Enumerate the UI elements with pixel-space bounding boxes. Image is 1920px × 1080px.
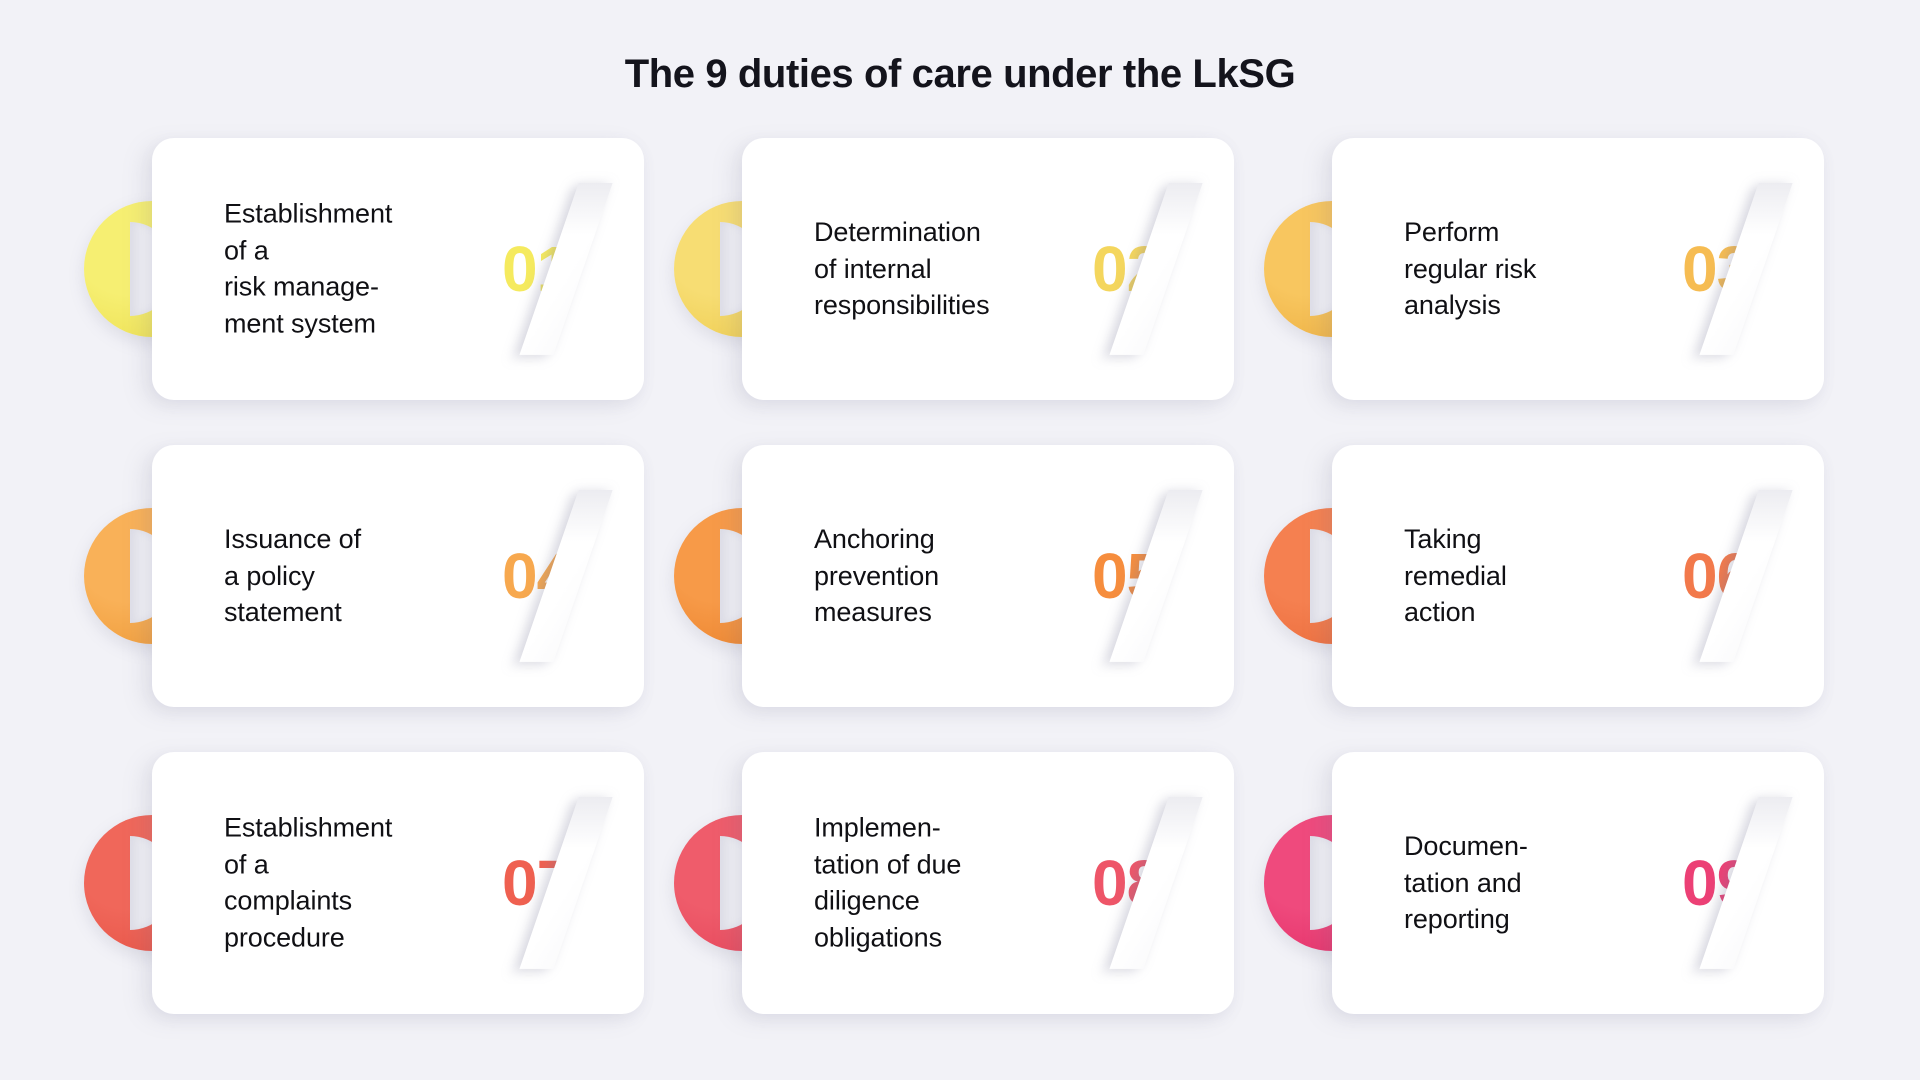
duty-number-block: 08 [1092, 797, 1212, 969]
duty-card-surface: Issuance of a policy statement 04 [152, 445, 644, 707]
duty-label: Implemen- tation of due diligence obliga… [814, 812, 962, 953]
duty-card[interactable]: Establishment of a complaints procedure 0… [84, 752, 644, 1014]
duty-label: Taking remedial action [1404, 523, 1507, 628]
duty-card[interactable]: Issuance of a policy statement 04 [84, 445, 644, 707]
duty-card[interactable]: Determination of internal responsibiliti… [674, 138, 1234, 400]
duty-card-surface: Establishment of a risk manage- ment sys… [152, 138, 644, 400]
duty-number-block: 06 [1682, 490, 1802, 662]
duty-card-surface: Taking remedial action 06 [1332, 445, 1824, 707]
duty-card-surface: Documen- tation and reporting 09 [1332, 752, 1824, 1014]
duty-card-surface: Anchoring prevention measures 05 [742, 445, 1234, 707]
duties-grid: Establishment of a risk manage- ment sys… [84, 138, 1824, 1014]
page-title: The 9 duties of care under the LkSG [624, 52, 1296, 96]
duty-card-surface: Determination of internal responsibiliti… [742, 138, 1234, 400]
duty-card[interactable]: Establishment of a risk manage- ment sys… [84, 138, 644, 400]
duty-card[interactable]: Documen- tation and reporting 09 [1264, 752, 1824, 1014]
duty-card-surface: Establishment of a complaints procedure 0… [152, 752, 644, 1014]
duty-number-block: 01 [502, 183, 622, 355]
duty-label: Establishment of a complaints procedure [224, 812, 393, 953]
duty-card-surface: Implemen- tation of due diligence obliga… [742, 752, 1234, 1014]
duty-number-block: 04 [502, 490, 622, 662]
duty-number-block: 09 [1682, 797, 1802, 969]
duty-label: Perform regular risk analysis [1404, 216, 1537, 321]
duty-number-block: 03 [1682, 183, 1802, 355]
duty-card-surface: Perform regular risk analysis 03 [1332, 138, 1824, 400]
duty-label: Establishment of a risk manage- ment sys… [224, 198, 393, 339]
duty-label: Anchoring prevention measures [814, 523, 940, 628]
duty-number-block: 02 [1092, 183, 1212, 355]
duty-label: Determination of internal responsibiliti… [814, 216, 990, 321]
duty-card[interactable]: Implemen- tation of due diligence obliga… [674, 752, 1234, 1014]
duty-number-block: 07 [502, 797, 622, 969]
duty-number-block: 05 [1092, 490, 1212, 662]
duty-label: Issuance of a policy statement [224, 523, 361, 628]
duty-card[interactable]: Perform regular risk analysis 03 [1264, 138, 1824, 400]
duty-card[interactable]: Anchoring prevention measures 05 [674, 445, 1234, 707]
duty-card[interactable]: Taking remedial action 06 [1264, 445, 1824, 707]
duty-label: Documen- tation and reporting [1404, 830, 1528, 935]
